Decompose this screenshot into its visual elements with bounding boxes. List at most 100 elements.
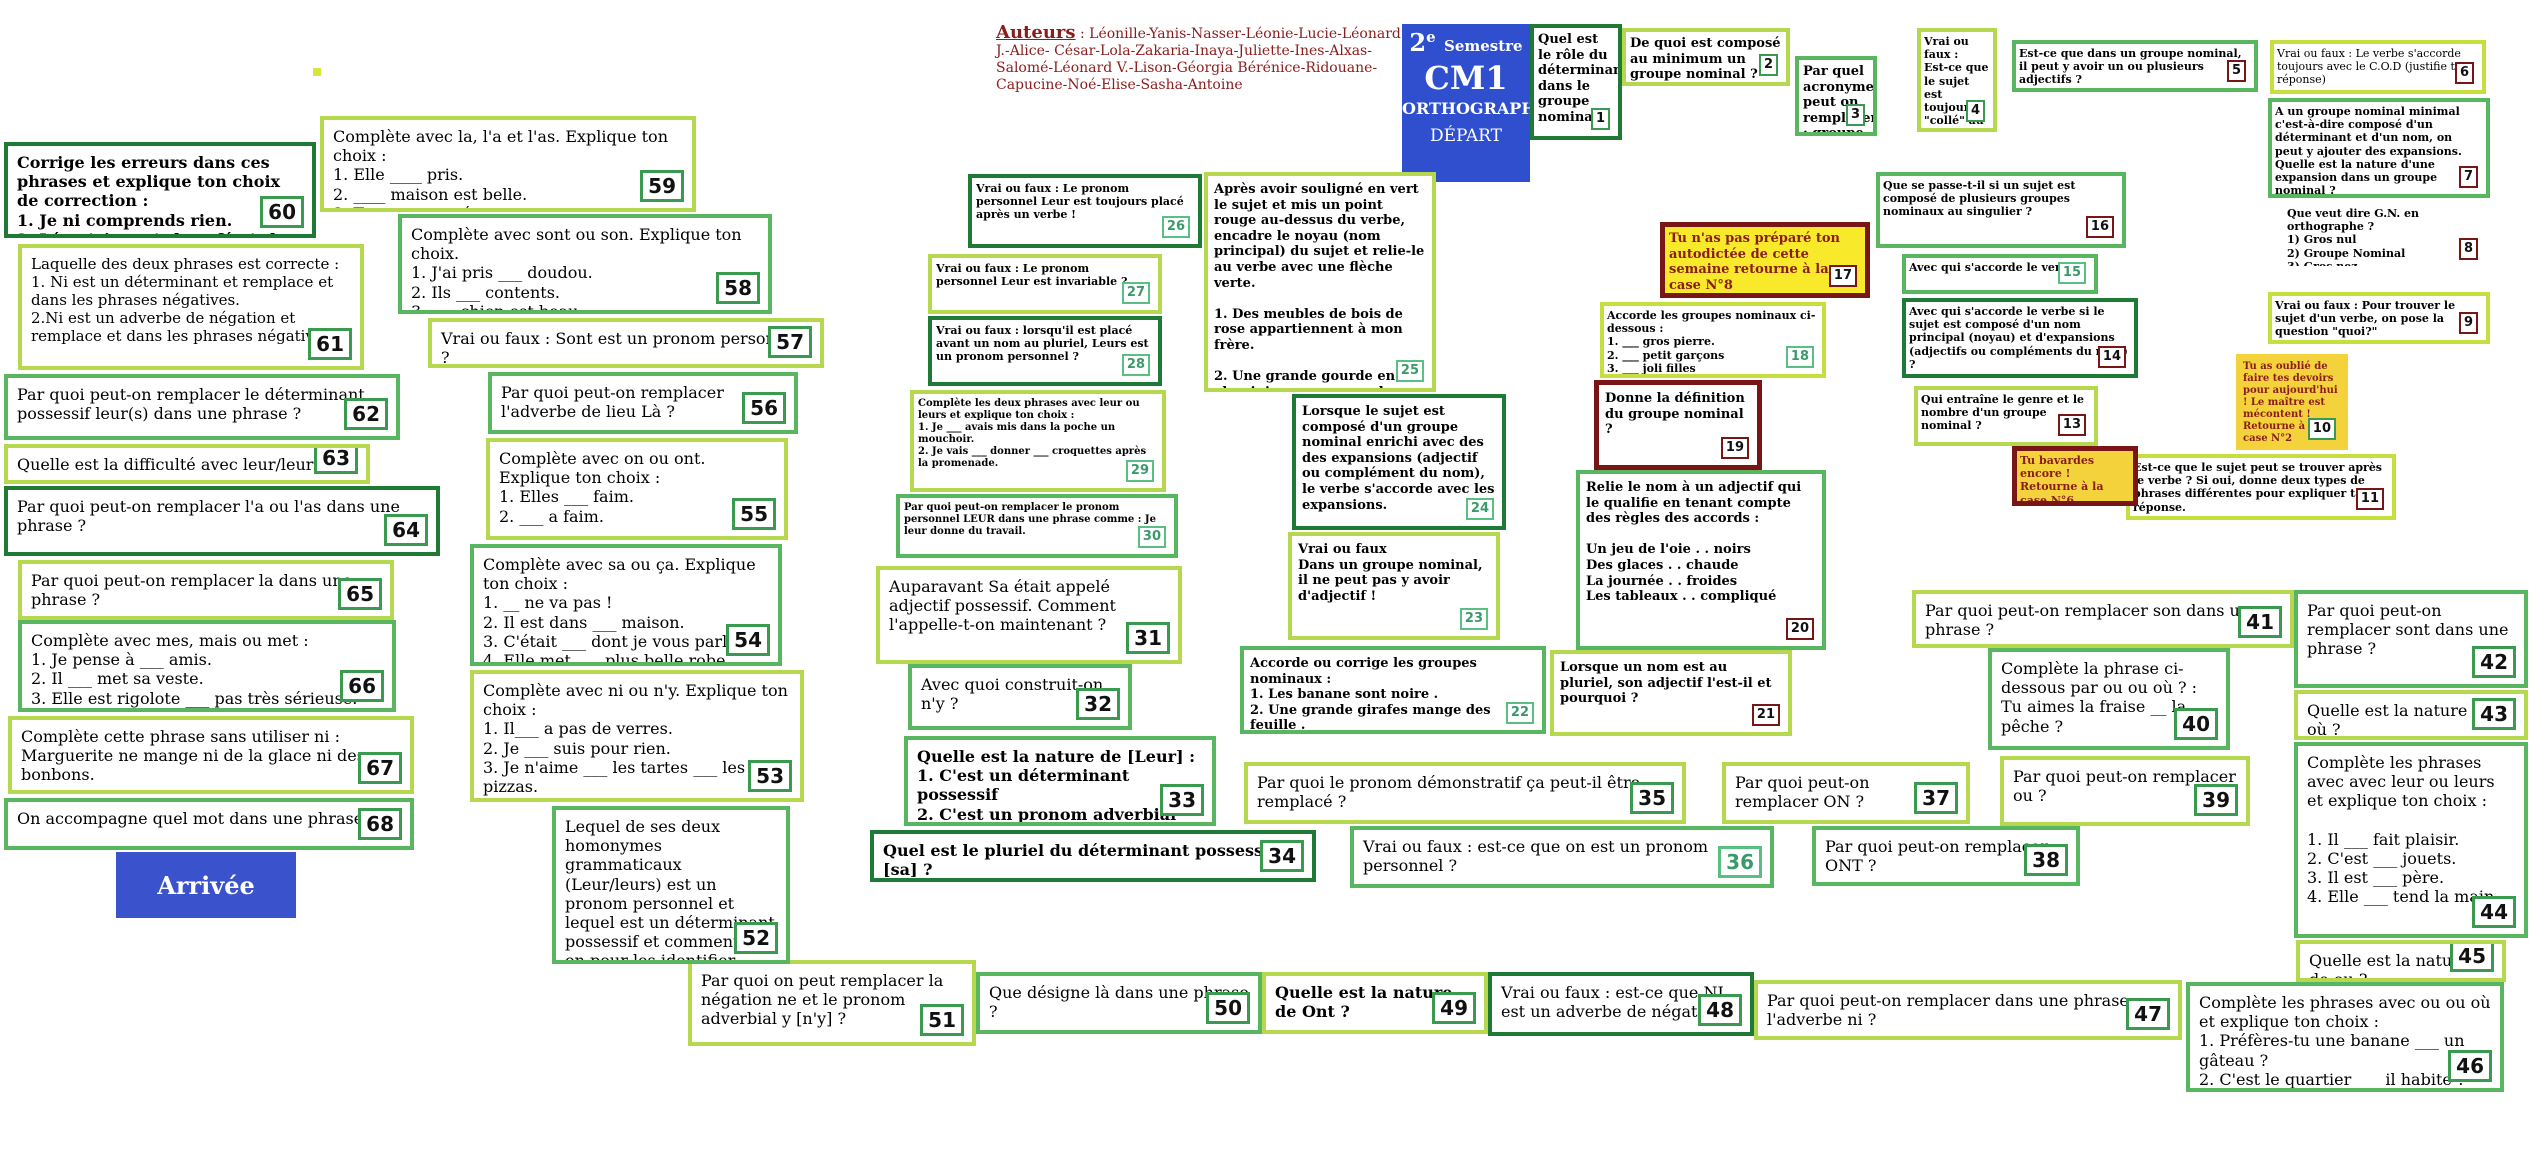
card-49[interactable]: Quelle est la nature de Ont ?49 <box>1262 972 1488 1034</box>
card-12[interactable]: Tu bavardes encore ! Retourne à la case … <box>2012 446 2138 506</box>
card-19[interactable]: Donne la définition du groupe nominal ?1… <box>1594 380 1762 470</box>
card-43[interactable]: Quelle est la nature de où ?43 <box>2294 690 2528 740</box>
card-text: Relie le nom à un adjectif qui le qualif… <box>1586 480 1802 605</box>
card-18[interactable]: Accorde les groupes nominaux ci-dessous … <box>1600 302 1826 378</box>
card-63[interactable]: Quelle est la difficulté avec leur/leur(… <box>4 444 370 484</box>
card-20[interactable]: Relie le nom à un adjectif qui le qualif… <box>1576 470 1826 650</box>
card-17[interactable]: Tu n'as pas préparé ton autodictée de ce… <box>1660 222 1870 298</box>
card-7[interactable]: A un groupe nominal minimal c'est-à-dire… <box>2268 98 2490 198</box>
card-number: 66 <box>340 670 384 702</box>
card-1[interactable]: Quel est le rôle du déterminant dans le … <box>1530 24 1622 140</box>
card-text: Lorsque le sujet est composé d'un groupe… <box>1302 404 1495 513</box>
card-13[interactable]: Qui entraîne le genre et le nombre d'un … <box>1914 386 2098 446</box>
card-33[interactable]: Quelle est la nature de [Leur] : 1. C'es… <box>904 736 1216 826</box>
card-35[interactable]: Par quoi le pronom démonstratif ça peut-… <box>1244 762 1686 824</box>
card-22[interactable]: Accorde ou corrige les groupes nominaux … <box>1240 646 1546 734</box>
card-text: On accompagne quel mot dans une phrase ? <box>17 809 377 828</box>
card-45[interactable]: Quelle est la nature de ou ?45 <box>2296 940 2506 982</box>
card-text: Par quoi on peut remplacer la négation n… <box>701 971 944 1029</box>
card-9[interactable]: Vrai ou faux : Pour trouver le sujet d'u… <box>2268 292 2490 344</box>
card-53[interactable]: Complète avec ni ou n'y. Explique ton ch… <box>470 670 804 802</box>
card-text: Par quoi peut-on remplacer la dans une p… <box>31 571 353 610</box>
card-32[interactable]: Avec quoi construit-on n'y ?32 <box>908 664 1132 730</box>
card-50[interactable]: Que désigne là dans une phrase ?50 <box>976 972 1262 1034</box>
card-25[interactable]: Après avoir souligné en vert le sujet et… <box>1204 172 1436 392</box>
card-42[interactable]: Par quoi peut-on remplacer sont dans une… <box>2294 590 2528 688</box>
card-54[interactable]: Complète avec sa ou ça. Explique ton cho… <box>470 544 782 666</box>
card-62[interactable]: Par quoi peut-on remplacer le déterminan… <box>4 374 400 440</box>
card-67[interactable]: Complète cette phrase sans utiliser ni :… <box>8 716 414 794</box>
card-59[interactable]: Complète avec la, l'a et l'as. Explique … <box>320 116 696 212</box>
card-65[interactable]: Par quoi peut-on remplacer la dans une p… <box>18 560 394 620</box>
card-46[interactable]: Complète les phrases avec ou ou où et ex… <box>2186 982 2504 1092</box>
card-8[interactable]: Que veut dire G.N. en orthographe ? 1) G… <box>2280 200 2490 270</box>
card-61[interactable]: Laquelle des deux phrases est correcte :… <box>18 244 364 370</box>
card-text: Donne la définition du groupe nominal ? <box>1605 391 1745 438</box>
card-21[interactable]: Lorsque un nom est au pluriel, son adjec… <box>1550 650 1792 736</box>
card-text: Quelle est la difficulté avec leur/leur(… <box>17 455 348 474</box>
card-68[interactable]: On accompagne quel mot dans une phrase ?… <box>4 798 414 850</box>
card-number: 54 <box>726 624 770 656</box>
card-15[interactable]: Avec qui s'accorde le verbe ?15 <box>1902 254 2098 294</box>
card-51[interactable]: Par quoi on peut remplacer la négation n… <box>688 960 976 1046</box>
card-23[interactable]: Vrai ou faux Dans un groupe nominal, il … <box>1288 532 1500 640</box>
card-number: 2 <box>1758 54 1778 76</box>
card-37[interactable]: Par quoi peut-on remplacer ON ?37 <box>1722 762 1970 824</box>
card-number: 1 <box>1590 108 1610 130</box>
card-text: Est-ce que le sujet peut se trouver aprè… <box>2133 461 2383 514</box>
card-6[interactable]: Vrai ou faux : Le verbe s'accorde toujou… <box>2270 40 2486 94</box>
card-24[interactable]: Lorsque le sujet est composé d'un groupe… <box>1292 394 1506 530</box>
card-text: Complète les phrases avec avec leur ou l… <box>2307 753 2499 907</box>
card-16[interactable]: Que se passe-t-il si un sujet est compos… <box>1876 172 2126 248</box>
card-34[interactable]: Quel est le pluriel du déterminant posse… <box>870 830 1316 882</box>
card-39[interactable]: Par quoi peut-on remplacer ou ?39 <box>2000 756 2250 826</box>
card-number: 43 <box>2472 698 2516 730</box>
card-57[interactable]: Vrai ou faux : Sont est un pronom person… <box>428 318 824 368</box>
card-56[interactable]: Par quoi peut-on remplacer l'adverbe de … <box>488 372 798 434</box>
card-text: Par quoi peut-on remplacer ou ? <box>2013 767 2236 806</box>
card-number: 15 <box>2057 262 2086 284</box>
card-64[interactable]: Par quoi peut-on remplacer l'a ou l'as d… <box>4 486 440 556</box>
card-number: 49 <box>1432 992 1476 1024</box>
card-44[interactable]: Complète les phrases avec avec leur ou l… <box>2294 742 2528 938</box>
card-number: 11 <box>2355 488 2384 510</box>
start-label: DÉPART <box>1429 126 1503 146</box>
card-11[interactable]: Est-ce que le sujet peut se trouver aprè… <box>2126 454 2396 520</box>
card-10[interactable]: Tu as oublié de faire tes devoirs pour a… <box>2236 354 2348 450</box>
card-48[interactable]: Vrai ou faux : est-ce que NI est un adve… <box>1488 972 1754 1036</box>
card-14[interactable]: Avec qui s'accorde le verbe si le sujet … <box>1902 298 2138 378</box>
card-30[interactable]: Par quoi peut-on remplacer le pronom per… <box>896 494 1178 558</box>
card-4[interactable]: Vrai ou faux : Est-ce que le sujet est t… <box>1917 28 1997 132</box>
card-47[interactable]: Par quoi peut-on remplacer dans une phra… <box>1754 980 2182 1040</box>
card-number: 4 <box>1965 100 1985 122</box>
card-number: 61 <box>308 328 352 360</box>
card-text: Corrige les erreurs dans ces phrases et … <box>17 153 286 234</box>
card-number: 6 <box>2454 62 2474 84</box>
card-29[interactable]: Complète les deux phrases avec leur ou l… <box>910 390 1166 492</box>
card-number: 32 <box>1076 688 1120 720</box>
card-55[interactable]: Complète avec on ou ont. Explique ton ch… <box>486 438 788 540</box>
card-number: 60 <box>260 196 304 228</box>
card-number: 38 <box>2024 844 2068 876</box>
card-3[interactable]: Par quel acronyme peut on remplacer : gr… <box>1795 56 1877 136</box>
authors-block: Auteurs : Léonille-Yanis-Nasser-Léonie-L… <box>996 22 1401 94</box>
card-2[interactable]: De quoi est composé au minimum un groupe… <box>1622 28 1790 86</box>
card-66[interactable]: Complète avec mes, mais ou met : 1. Je p… <box>18 620 396 712</box>
card-26[interactable]: Vrai ou faux : Le pronom personnel Leur … <box>968 174 1202 248</box>
card-60[interactable]: Corrige les erreurs dans ces phrases et … <box>4 142 316 238</box>
card-text: A un groupe nominal minimal c'est-à-dire… <box>2275 105 2462 198</box>
card-40[interactable]: Complète la phrase ci-dessous par ou ou … <box>1988 648 2230 750</box>
card-31[interactable]: Auparavant Sa était appelé adjectif poss… <box>876 566 1182 664</box>
card-number: 64 <box>384 514 428 546</box>
card-27[interactable]: Vrai ou faux : Le pronom personnel Leur … <box>928 254 1162 314</box>
semester-number: 2 <box>1409 28 1427 57</box>
card-36[interactable]: Vrai ou faux : est-ce que on est un pron… <box>1350 826 1774 888</box>
card-number: 30 <box>1137 526 1166 548</box>
card-52[interactable]: Lequel de ses deux homonymes grammaticau… <box>552 806 790 964</box>
card-text: Par quoi peut-on remplacer son dans une … <box>1925 601 2260 640</box>
card-28[interactable]: Vrai ou faux : lorsqu'il est placé avant… <box>928 316 1162 386</box>
card-41[interactable]: Par quoi peut-on remplacer son dans une … <box>1912 590 2294 648</box>
card-38[interactable]: Par quoi peut-on remplacer ONT ?38 <box>1812 826 2080 886</box>
card-5[interactable]: Est-ce que dans un groupe nominal, il pe… <box>2012 40 2258 92</box>
card-58[interactable]: Complète avec sont ou son. Explique ton … <box>398 214 772 314</box>
